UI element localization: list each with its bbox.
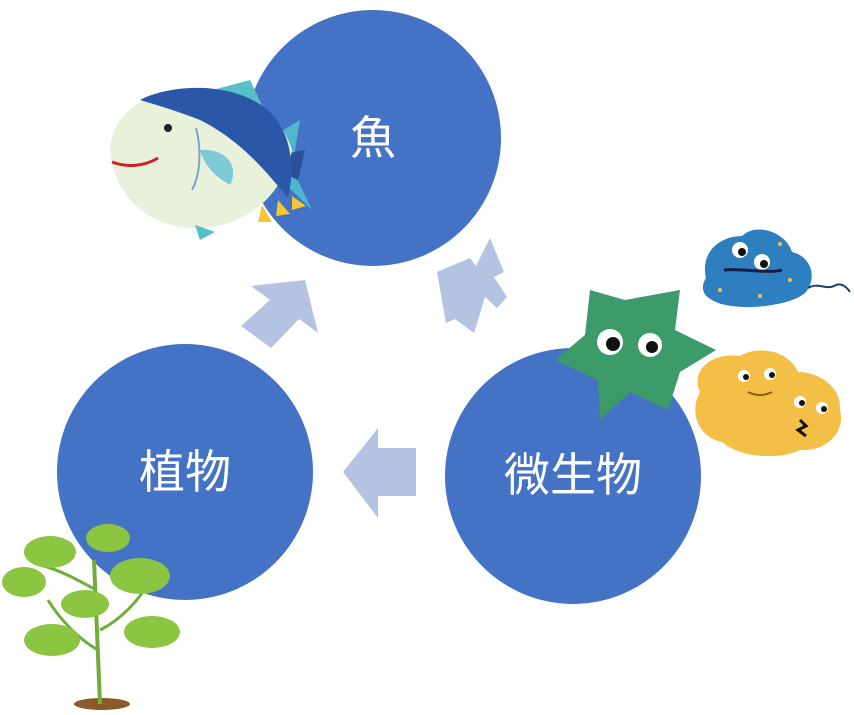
fish-node: [245, 10, 501, 266]
yellow-microbe-icon: [695, 350, 842, 457]
microbes-illustration: [555, 229, 851, 457]
arrow-microbes-to-plants: [343, 428, 416, 518]
green-microbe-icon: [555, 290, 716, 420]
plant-illustration: [2, 524, 180, 710]
arrow-plants-to-fish: [241, 280, 318, 348]
fish-illustration: [110, 80, 312, 240]
microbes-node-label: 微生物: [504, 448, 642, 502]
arrow-fish-to-microbes: [437, 238, 507, 333]
fish-node-label: 魚: [350, 111, 396, 165]
blue-microbe-icon: [702, 229, 851, 307]
microbes-node: [445, 348, 701, 604]
plants-node-label: 植物: [139, 445, 231, 499]
